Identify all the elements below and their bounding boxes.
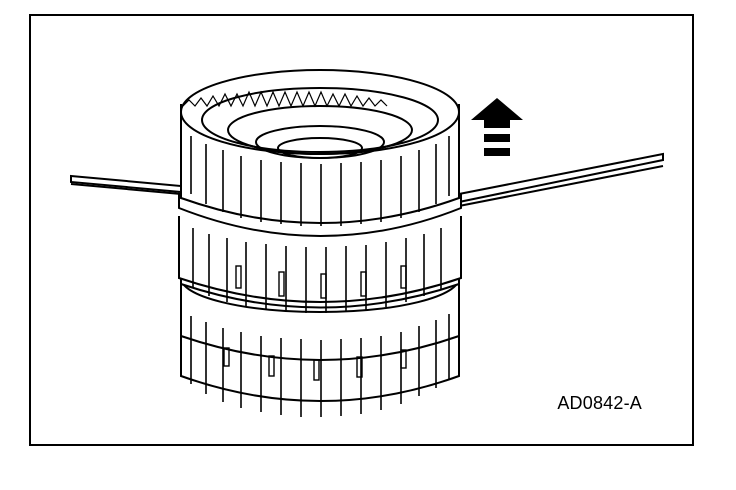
pry-tool-left [70,174,182,195]
figure-id-label: AD0842-A [557,393,642,413]
figure-frame: AD0842-A [29,14,694,446]
upper-drum [180,69,460,226]
clutch-drum-assembly-illustration [70,69,664,417]
lift-up-arrow-icon [471,98,523,156]
middle-drum [178,216,462,313]
pry-tool-right [458,152,664,207]
